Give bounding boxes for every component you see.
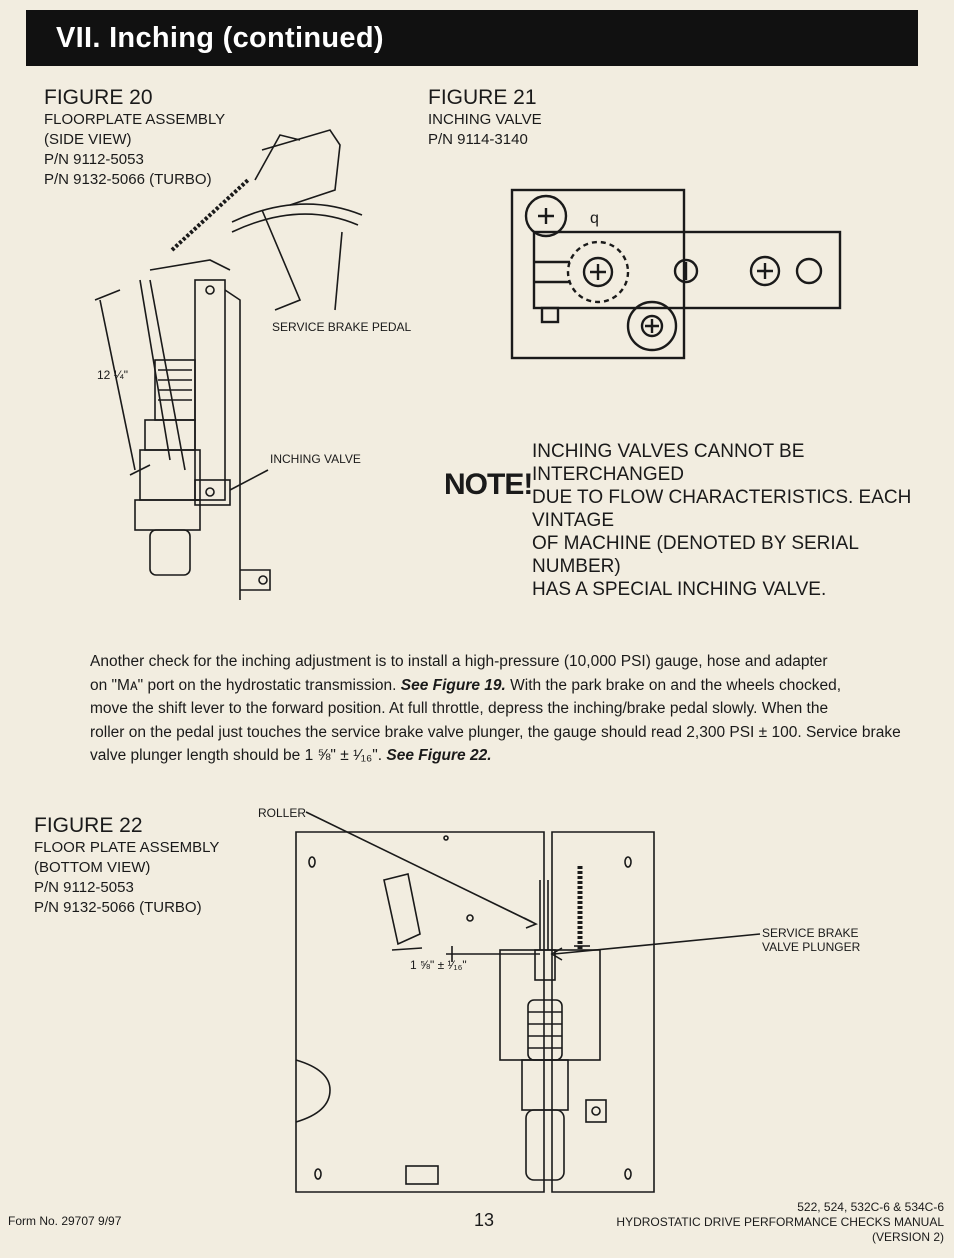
figure-20-line: P/N 9112-5053 [44,151,144,168]
figure-21-line: INCHING VALVE [428,111,542,128]
paragraph-line: roller on the pedal just touches the ser… [90,723,901,741]
note-label: NOTE! [444,468,533,501]
section-title: VII. Inching (continued) [56,22,384,54]
paragraph-line: valve plunger length should be 1 ⅝" ± ¹⁄… [90,744,900,768]
figure-22-title: FIGURE 22 [34,814,143,837]
note-line: HAS A SPECIAL INCHING VALVE. [532,579,827,600]
paragraph-line: on "Mᴀ" port on the hydrostatic transmis… [90,674,900,698]
dimension-label: 12 ¼" [97,368,128,382]
figure-22-reference[interactable]: See Figure 22. [386,747,492,764]
figure-22-line: P/N 9132-5066 (TURBO) [34,899,202,916]
service-brake-pedal-label: SERVICE BRAKE PEDAL [272,320,412,334]
note-line: INCHING VALVES CANNOT BE INTERCHANGED [532,441,805,485]
figure-20-line: (SIDE VIEW) [44,131,132,148]
form-number: Form No. 29707 9/97 [8,1214,122,1228]
paragraph-text: With the park brake on and the wheels ch… [505,676,842,694]
service-brake-label: SERVICE BRAKE [762,926,859,940]
page-number: 13 [474,1210,495,1230]
figure-20-title: FIGURE 20 [44,86,153,109]
valve-plunger-label: VALVE PLUNGER [762,940,861,954]
inching-valve-label: INCHING VALVE [270,452,361,466]
note-text: INCHING VALVES CANNOT BE INTERCHANGED DU… [532,440,932,601]
figure-22-caption: FIGURE 22 FLOOR PLATE ASSEMBLY (BOTTOM V… [34,814,219,918]
figure-20-line: FLOORPLATE ASSEMBLY [44,111,226,128]
body-paragraph: Another check for the inching adjustment… [90,650,901,768]
figure-19-reference[interactable]: See Figure 19. [400,676,506,694]
note-line: OF MACHINE (DENOTED BY SERIAL NUMBER) [532,533,859,577]
figure-21-title: FIGURE 21 [428,86,537,109]
figure-21-caption: FIGURE 21 INCHING VALVE P/N 9114-3140 [428,86,542,150]
manual-version: (VERSION 2) [871,1230,944,1244]
paragraph-text: on "Mᴀ" port on the hydrostatic transmis… [90,676,401,694]
manual-title: HYDROSTATIC DRIVE PERFORMANCE CHECKS MAN… [616,1215,944,1229]
figure-20-line: P/N 9132-5066 (TURBO) [44,171,212,188]
paragraph-line: Another check for the inching adjustment… [90,653,828,670]
paragraph-text: valve plunger length should be 1 ⅝" ± ¹⁄… [90,747,387,764]
figure-21-line: P/N 9114-3140 [428,131,528,148]
figure-22-line: (BOTTOM VIEW) [34,859,151,876]
figure-20-caption: FIGURE 20 FLOORPLATE ASSEMBLY (SIDE VIEW… [44,86,225,190]
roller-label: ROLLER [258,806,307,820]
figure-21-q-label: q [590,210,599,227]
note-line: DUE TO FLOW CHARACTERISTICS. EACH VINTAG… [532,487,912,531]
manual-info: 522, 524, 532C-6 & 534C-6 HYDROSTATIC DR… [616,1200,944,1245]
manual-models: 522, 524, 532C-6 & 534C-6 [797,1200,944,1214]
figure-22-line: P/N 9112-5053 [34,879,134,896]
section-header: VII. Inching (continued) [26,10,918,66]
figure-22-line: FLOOR PLATE ASSEMBLY [34,839,220,856]
paragraph-line: move the shift lever to the forward posi… [90,700,829,717]
plunger-dimension-label: 1 ⅝" ± ¹⁄₁₆" [410,958,467,972]
